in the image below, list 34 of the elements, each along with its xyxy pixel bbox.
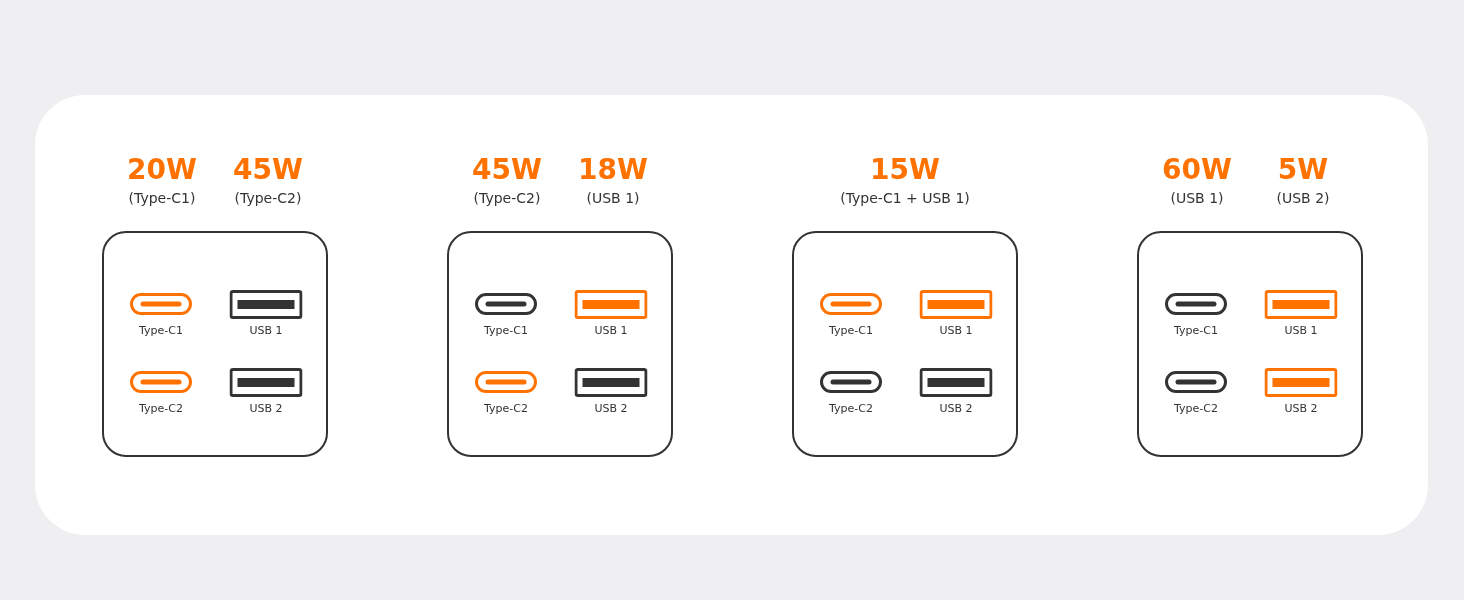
port-label: Type-C2 (1174, 402, 1218, 416)
port-caption: (Type-C1 + USB 1) (840, 189, 970, 207)
wattage-value: 60W (1162, 153, 1232, 187)
wattage-value: 5W (1277, 153, 1329, 187)
port-label: USB 2 (249, 402, 283, 416)
port-label: Type-C2 (484, 402, 528, 416)
port-caption: (Type-C2) (234, 189, 302, 207)
port-caption: (USB 1) (586, 189, 640, 207)
port-caption: (Type-C1) (128, 189, 196, 207)
charger-face (447, 231, 673, 457)
port-label: USB 1 (1284, 324, 1318, 338)
port-label: Type-C2 (139, 402, 183, 416)
port-label: Type-C1 (484, 324, 528, 338)
port-label: USB 1 (249, 324, 283, 338)
wattage-value: 20W (127, 153, 197, 187)
port-label: Type-C2 (829, 402, 873, 416)
wattage-value: 15W (870, 153, 940, 187)
port-label: USB 2 (939, 402, 973, 416)
port-label: Type-C1 (1174, 324, 1218, 338)
wattage-value: 45W (233, 153, 303, 187)
port-label: Type-C1 (829, 324, 873, 338)
port-caption: (USB 1) (1170, 189, 1224, 207)
port-caption: (Type-C2) (473, 189, 541, 207)
port-label: USB 2 (594, 402, 628, 416)
charger-face (1137, 231, 1363, 457)
port-label: USB 2 (1284, 402, 1318, 416)
port-label: USB 1 (594, 324, 628, 338)
port-caption: (USB 2) (1276, 189, 1330, 207)
port-label: USB 1 (939, 324, 973, 338)
charger-face (792, 231, 1018, 457)
wattage-value: 18W (578, 153, 648, 187)
charger-face (102, 231, 328, 457)
port-label: Type-C1 (139, 324, 183, 338)
wattage-value: 45W (472, 153, 542, 187)
